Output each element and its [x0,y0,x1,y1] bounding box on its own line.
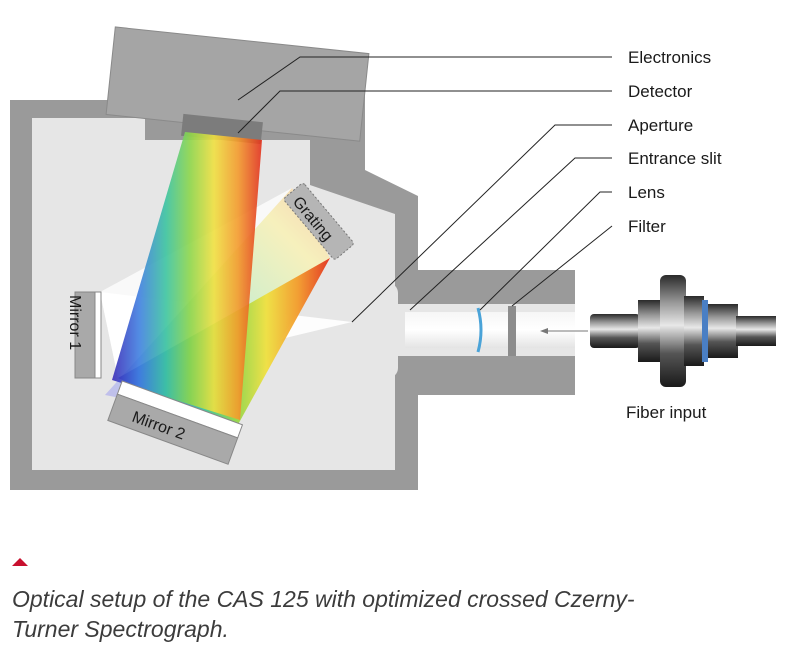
grating [283,183,354,260]
figure-caption: Optical setup of the CAS 125 with optimi… [12,584,752,644]
caption-line-1: Optical setup of the CAS 125 with optimi… [12,586,635,612]
mirror-1 [74,291,102,379]
label-entrance-slit: Entrance slit [628,149,722,168]
fiber-connector [590,275,776,387]
label-filter: Filter [628,217,666,236]
leader-lines [237,56,613,323]
light-beams [100,132,352,430]
mirror-1-label: Mirror 1 [66,295,83,350]
caption-line-2: Turner Spectrograph. [12,616,229,642]
label-detector: Detector [628,82,693,101]
caption-marker-triangle-icon [12,558,28,566]
inlet-optics [405,306,588,356]
label-fiber-input: Fiber input [626,403,707,422]
label-electronics: Electronics [628,48,711,67]
label-aperture: Aperture [628,116,693,135]
spectrograph-diagram: Mirror 1 Mirror 2 Grating [10,26,776,490]
label-lens: Lens [628,183,665,202]
mirror-2 [107,380,244,465]
